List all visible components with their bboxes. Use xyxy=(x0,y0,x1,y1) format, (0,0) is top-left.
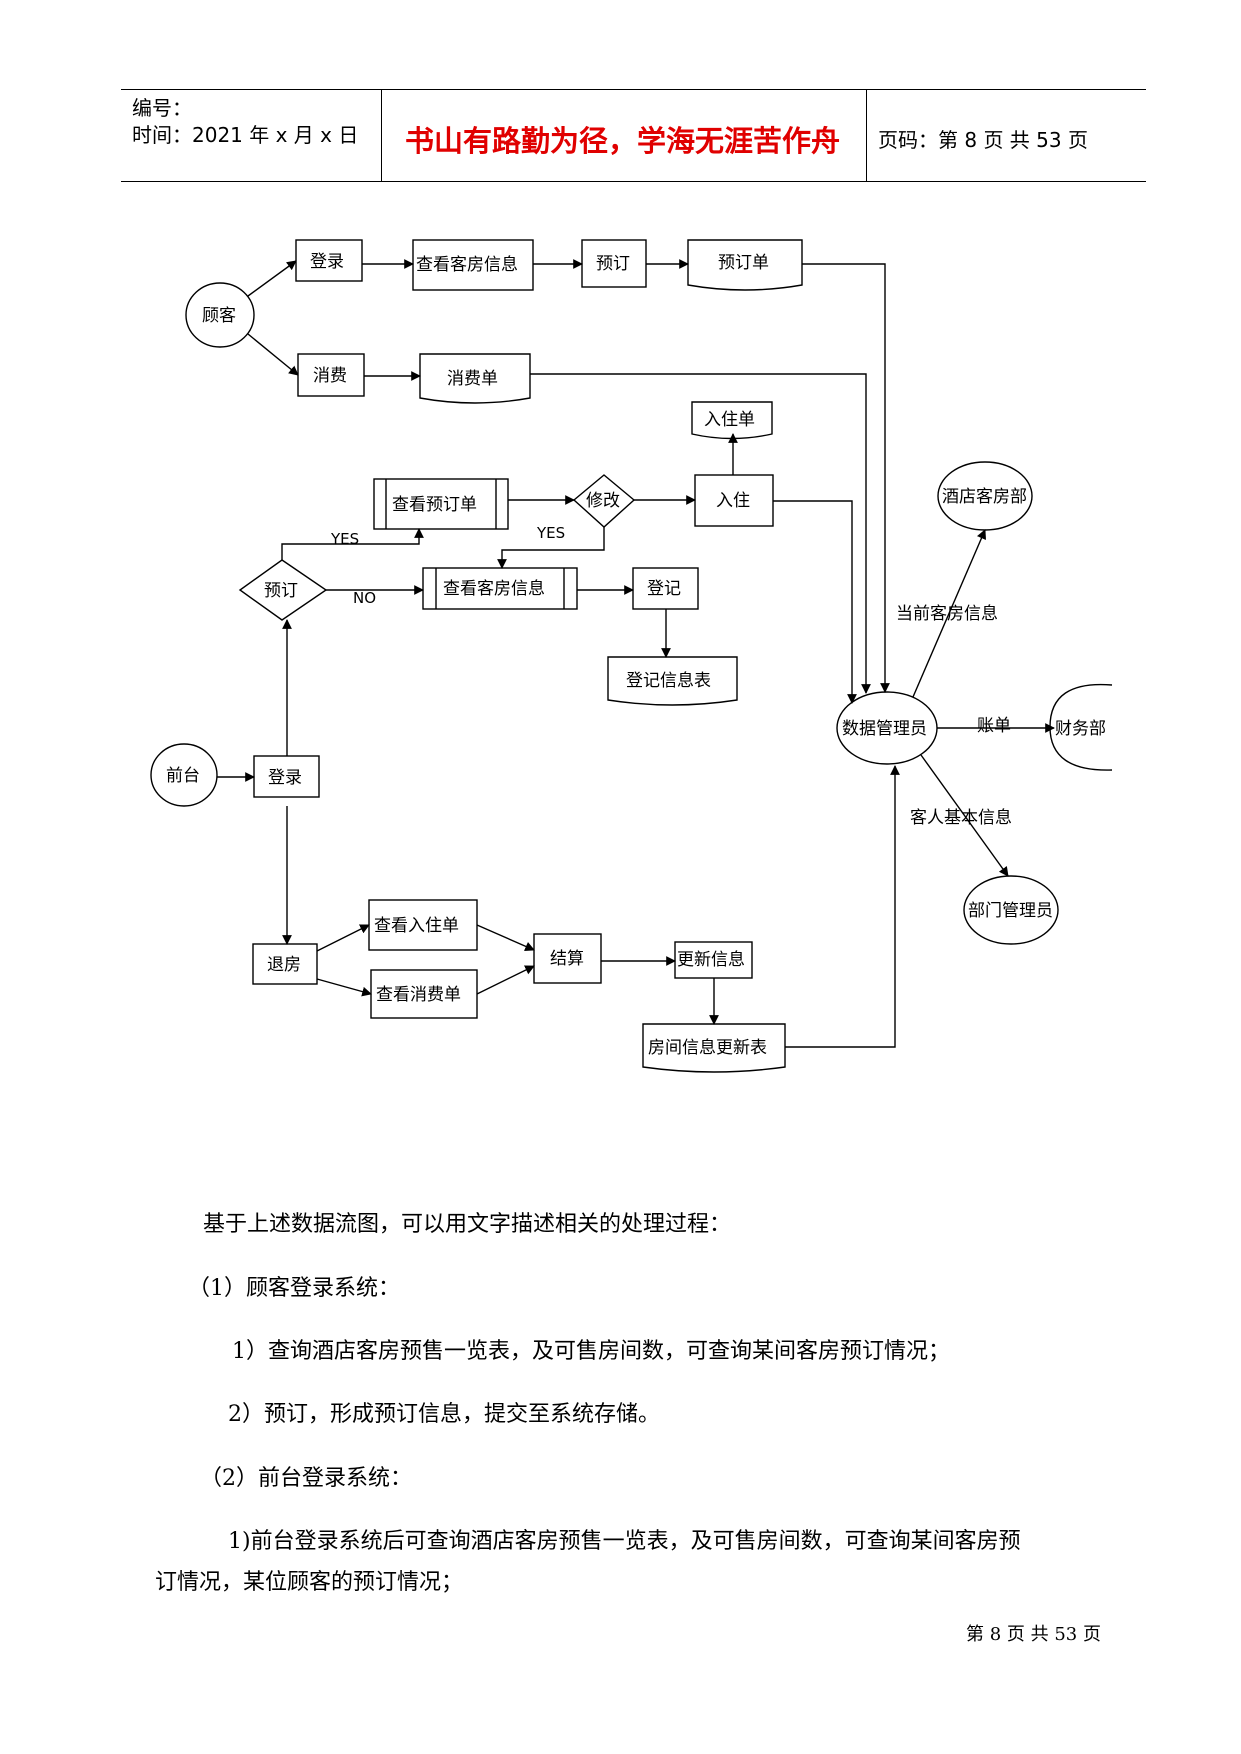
front-desk-node xyxy=(150,743,218,807)
view-reservation-box xyxy=(373,478,509,530)
reserve-form-doc xyxy=(687,239,803,291)
reserve-decision xyxy=(238,559,328,621)
register-box xyxy=(632,567,699,610)
view-rooms-top-label: 查看客房信息 xyxy=(416,255,518,275)
paragraph-customer-step2: 2）预订，形成预订信息，提交至系统存储。 xyxy=(228,1402,660,1427)
data-flow-diagram: 顾客 登录 查看客房信息 预订 预订单 消费 消费单 入住单 查看预订单 修改 … xyxy=(150,239,1113,1073)
front-desk-label: 前台 xyxy=(166,766,200,786)
register-table-label: 登记信息表 xyxy=(626,671,711,691)
yes-modify-label: YES xyxy=(536,524,565,542)
consume-label: 消费 xyxy=(313,366,347,386)
room-update-table-doc xyxy=(642,1023,786,1073)
yes-reserve-label: YES xyxy=(330,530,359,548)
header-divider-left xyxy=(381,89,382,181)
header-top-rule xyxy=(121,89,1146,90)
view-rooms-mid-label: 查看客房信息 xyxy=(443,579,545,599)
reserve-top-box xyxy=(581,239,647,288)
no-reserve-label: NO xyxy=(353,589,376,607)
header-number: 编号： xyxy=(132,96,192,120)
update-info-box xyxy=(674,941,753,979)
paragraph-frontdesk-login: （2）前台登录系统： xyxy=(200,1466,412,1491)
guest-basic-info-label: 客人基本信息 xyxy=(910,808,1012,828)
login-bottom-box xyxy=(253,755,320,798)
paragraph-frontdesk-step1: 1)前台登录系统后可查询酒店客房预售一览表，及可售房间数，可查询某间客房预 xyxy=(228,1529,1021,1554)
view-checkin-form-box xyxy=(368,899,478,951)
checkout-box xyxy=(252,943,318,985)
view-rooms-top-box xyxy=(412,239,534,291)
header-divider-right xyxy=(866,89,867,181)
checkin-form-label: 入住单 xyxy=(704,410,755,430)
finance-dept-label: 财务部 xyxy=(1055,719,1106,739)
login-top-box xyxy=(295,239,363,282)
header-bottom-rule xyxy=(121,181,1146,182)
paragraph-frontdesk-step1-cont: 订情况，某位顾客的预订情况； xyxy=(155,1570,464,1595)
modify-label: 修改 xyxy=(586,491,620,511)
room-update-table-label: 房间信息更新表 xyxy=(648,1038,767,1058)
register-table-doc xyxy=(607,656,738,706)
settle-box xyxy=(533,933,602,984)
customer-label: 顾客 xyxy=(202,306,236,326)
reserve-decision-label: 预订 xyxy=(264,581,298,601)
data-manager-label: 数据管理员 xyxy=(842,719,927,739)
header-page: 页码：第 8 页 共 53 页 xyxy=(878,128,1088,152)
consume-box xyxy=(297,353,365,397)
paragraph-customer-login: （1）顾客登录系统： xyxy=(188,1276,400,1301)
checkin-box xyxy=(694,474,774,527)
customer-node xyxy=(185,282,255,348)
reserve-form-label: 预订单 xyxy=(718,253,769,273)
checkout-label: 退房 xyxy=(267,955,301,975)
dept-manager-label: 部门管理员 xyxy=(968,901,1053,921)
reserve-top-label: 预订 xyxy=(596,254,630,274)
bill-label: 账单 xyxy=(977,716,1011,736)
update-info-label: 更新信息 xyxy=(677,950,745,970)
view-reservation-label: 查看预订单 xyxy=(392,495,477,515)
consume-form-label: 消费单 xyxy=(447,369,498,389)
login-bottom-label: 登录 xyxy=(268,768,302,788)
hotel-rooms-dept-label: 酒店客房部 xyxy=(942,487,1027,507)
paragraph-intro: 基于上述数据流图，可以用文字描述相关的处理过程： xyxy=(203,1212,732,1237)
register-label: 登记 xyxy=(647,579,681,599)
settle-label: 结算 xyxy=(550,949,584,969)
checkin-label: 入住 xyxy=(716,491,750,511)
view-checkin-form-label: 查看入住单 xyxy=(374,916,459,936)
header-motto: 书山有路勤为径，学海无涯苦作舟 xyxy=(405,124,841,158)
current-room-info-label: 当前客房信息 xyxy=(896,604,998,624)
view-consume-form-label: 查看消费单 xyxy=(376,985,461,1005)
login-top-label: 登录 xyxy=(310,252,344,272)
header-time: 时间：2021 年 x 月 x 日 xyxy=(132,123,359,147)
paragraph-customer-step1: 1）查询酒店客房预售一览表，及可售房间数，可查询某间客房预订情况； xyxy=(232,1339,950,1364)
consume-form-doc xyxy=(419,353,531,404)
page-footer: 第 8 页 共 53 页 xyxy=(966,1624,1101,1645)
dept-manager-node xyxy=(963,875,1059,945)
